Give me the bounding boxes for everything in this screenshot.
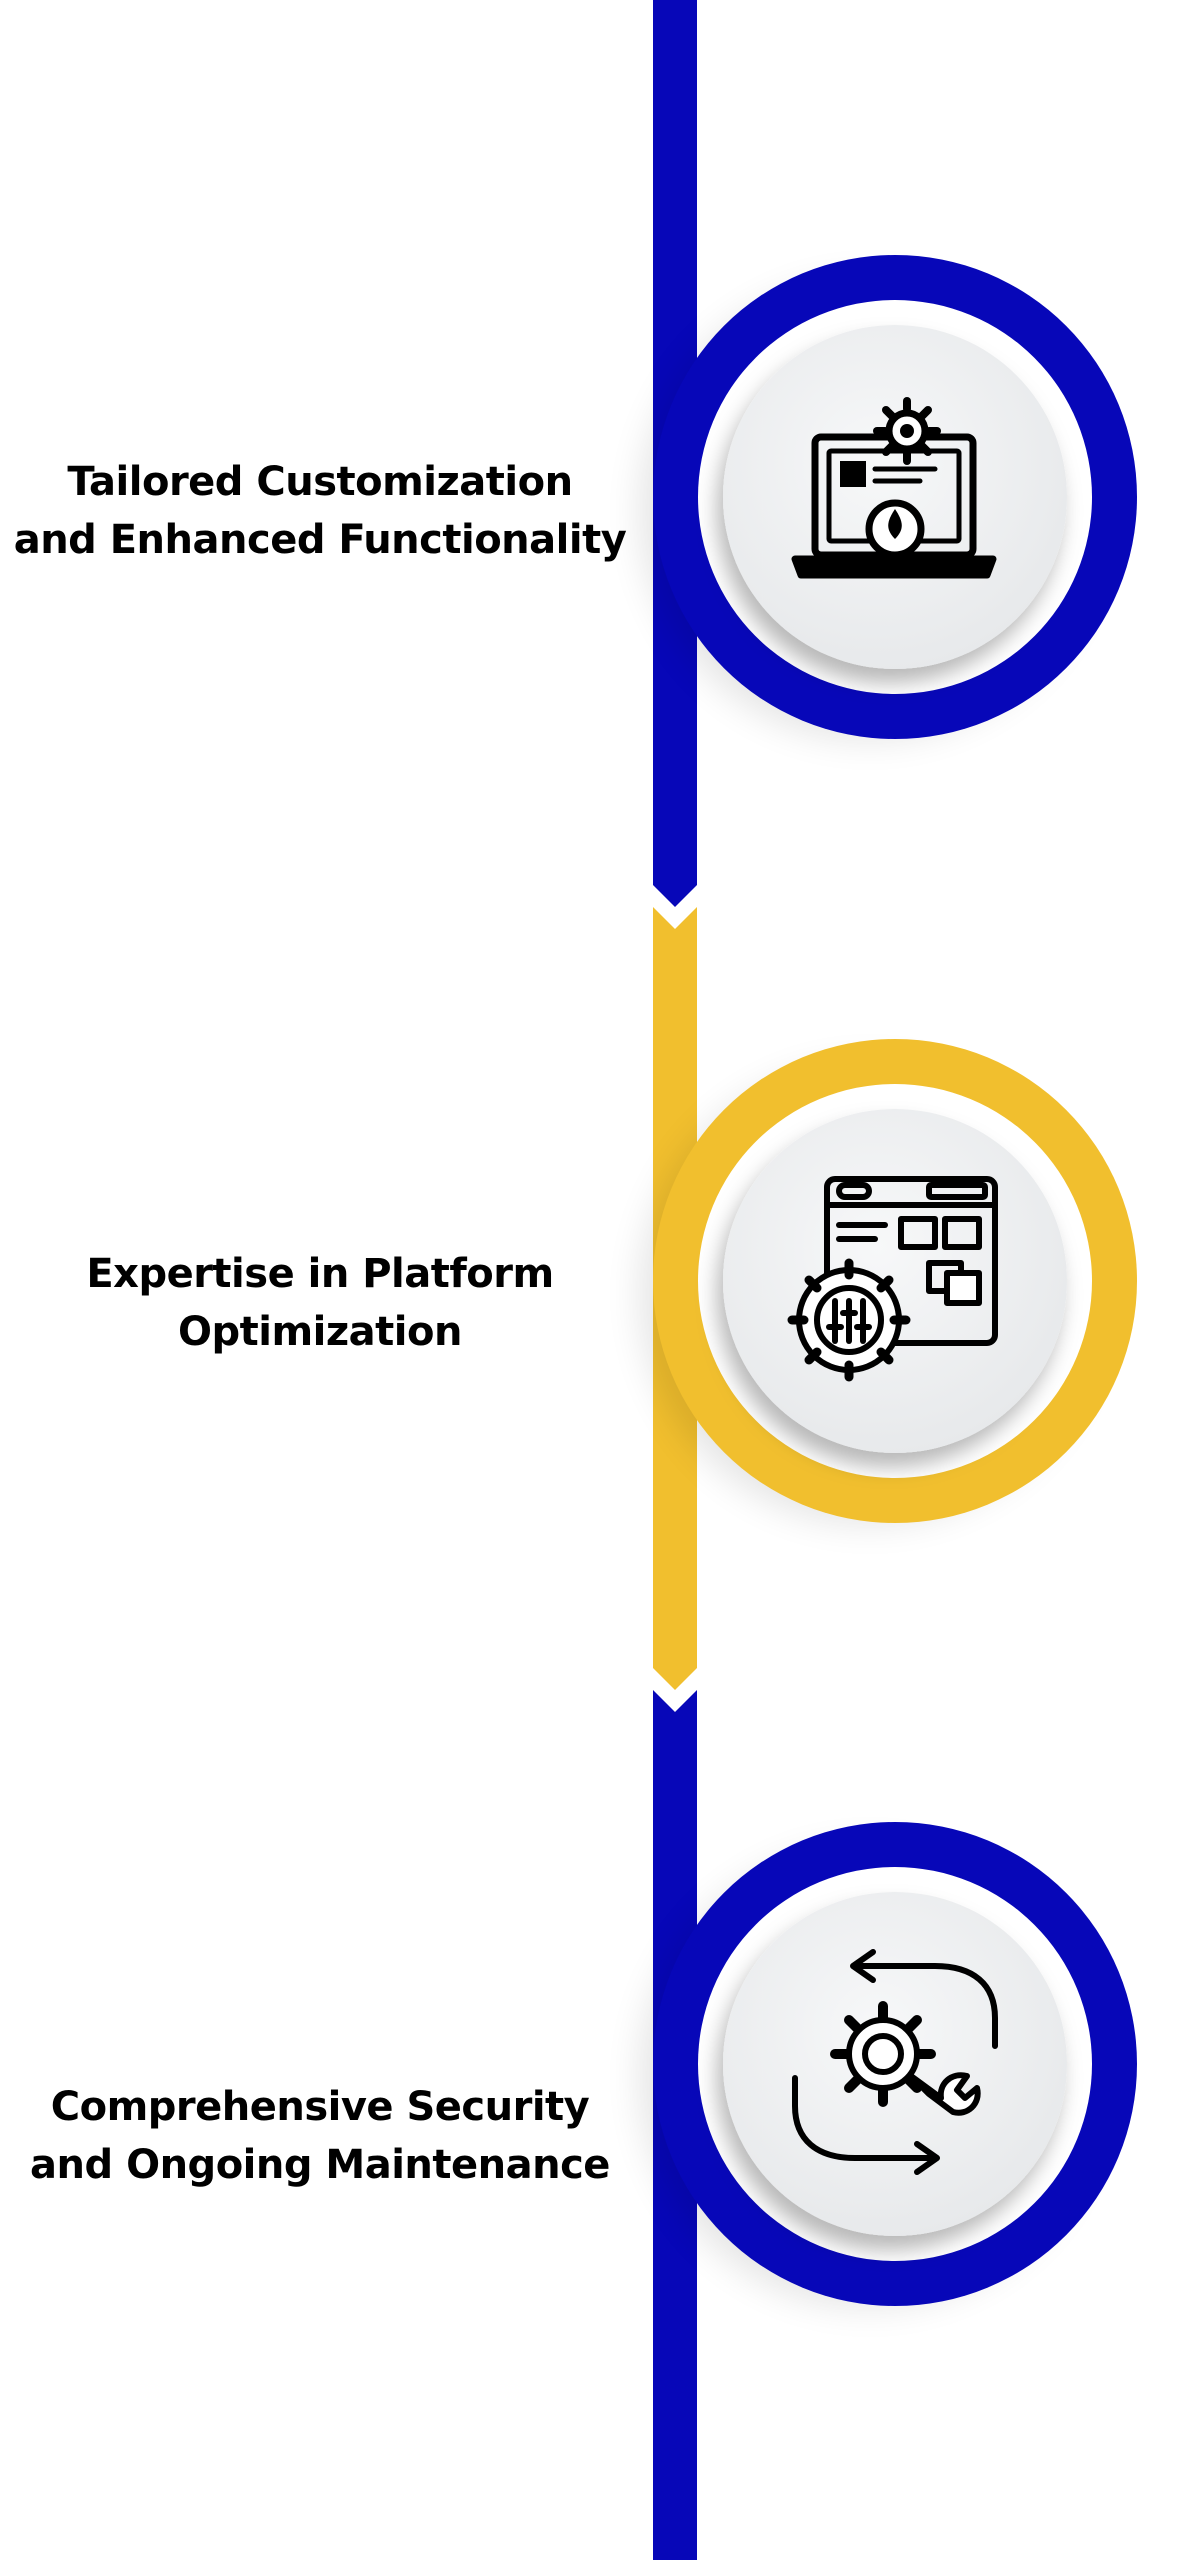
step-label-2-line-1: Expertise in Platform xyxy=(86,1251,554,1297)
step-node-3 xyxy=(640,1822,1137,2307)
laptop-gear-icon xyxy=(791,397,997,579)
step-node-2 xyxy=(640,1039,1137,1524)
step-label-1: Tailored Customization and Enhanced Func… xyxy=(10,453,630,569)
node-disc xyxy=(723,1109,1067,1453)
node-disc xyxy=(723,325,1067,669)
browser-settings-gear-icon xyxy=(787,1176,998,1382)
step-label-3-line-2: and Ongoing Maintenance xyxy=(30,2142,610,2188)
step-label-2: Expertise in Platform Optimization xyxy=(10,1245,630,1361)
gear-wrench-cycle-icon xyxy=(792,1949,998,2175)
step-label-3: Comprehensive Security and Ongoing Maint… xyxy=(10,2078,630,2194)
step-node-1 xyxy=(640,255,1137,740)
step-label-1-line-1: Tailored Customization xyxy=(67,459,573,505)
step-label-3-line-1: Comprehensive Security xyxy=(50,2084,590,2130)
step-label-1-line-2: and Enhanced Functionality xyxy=(13,517,627,563)
timeline-bar xyxy=(653,0,697,2560)
step-label-2-line-2: Optimization xyxy=(178,1309,462,1355)
